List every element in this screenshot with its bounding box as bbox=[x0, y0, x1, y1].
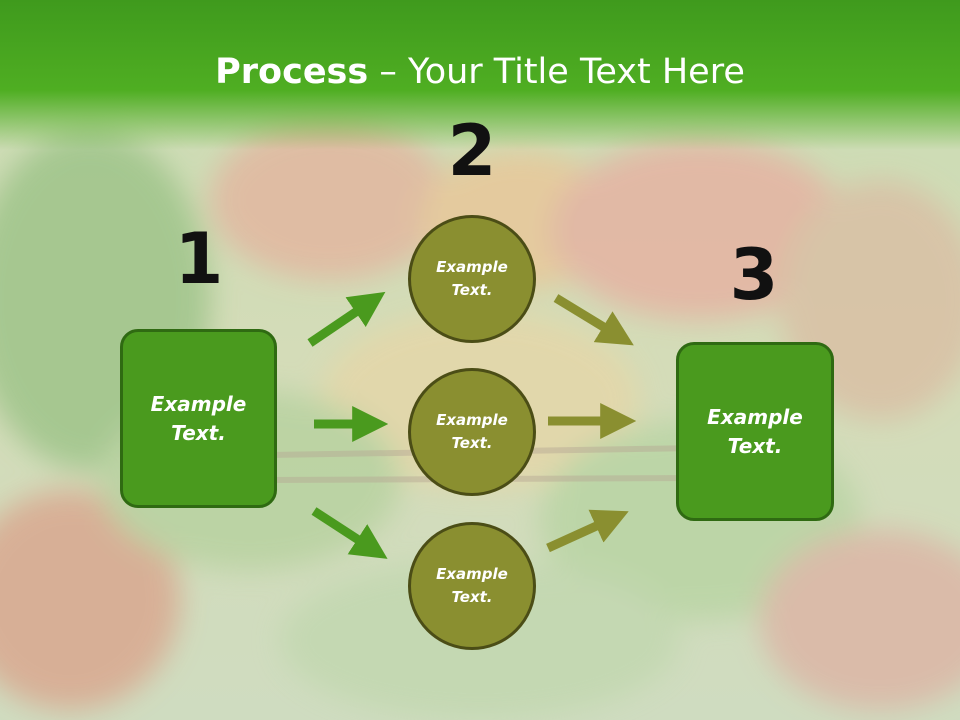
process-circle-bottom: Example Text. bbox=[408, 522, 536, 650]
step-number-3: 3 bbox=[729, 234, 779, 316]
process-circle-top: Example Text. bbox=[408, 215, 536, 343]
end-box-line1: Example bbox=[707, 404, 803, 429]
circle-top-line1: Example bbox=[436, 258, 508, 276]
title-rest: – Your Title Text Here bbox=[368, 52, 745, 92]
start-box-line1: Example bbox=[150, 391, 247, 416]
arrow-right-down bbox=[546, 509, 629, 553]
title-bold: Process bbox=[215, 52, 369, 92]
circle-middle-line1: Example bbox=[436, 411, 508, 429]
slide-title: Process – Your Title Text Here bbox=[0, 52, 960, 92]
circle-middle-line2: Text. bbox=[451, 434, 493, 452]
circle-bottom-line2: Text. bbox=[451, 588, 493, 606]
end-box-line2: Text. bbox=[727, 433, 783, 458]
arrow-left-up bbox=[307, 291, 386, 347]
arrow-right-up bbox=[553, 294, 634, 346]
step-number-2: 2 bbox=[447, 110, 497, 192]
step-number-1: 1 bbox=[174, 218, 224, 300]
end-box: Example Text. bbox=[676, 342, 834, 521]
arrow-left-down bbox=[311, 507, 388, 559]
start-box: Example Text. bbox=[120, 329, 277, 508]
circle-bottom-line1: Example bbox=[436, 565, 508, 583]
title-bar bbox=[0, 0, 960, 150]
circle-top-line2: Text. bbox=[451, 281, 493, 299]
start-box-line2: Text. bbox=[171, 420, 226, 445]
process-circle-middle: Example Text. bbox=[408, 368, 536, 496]
